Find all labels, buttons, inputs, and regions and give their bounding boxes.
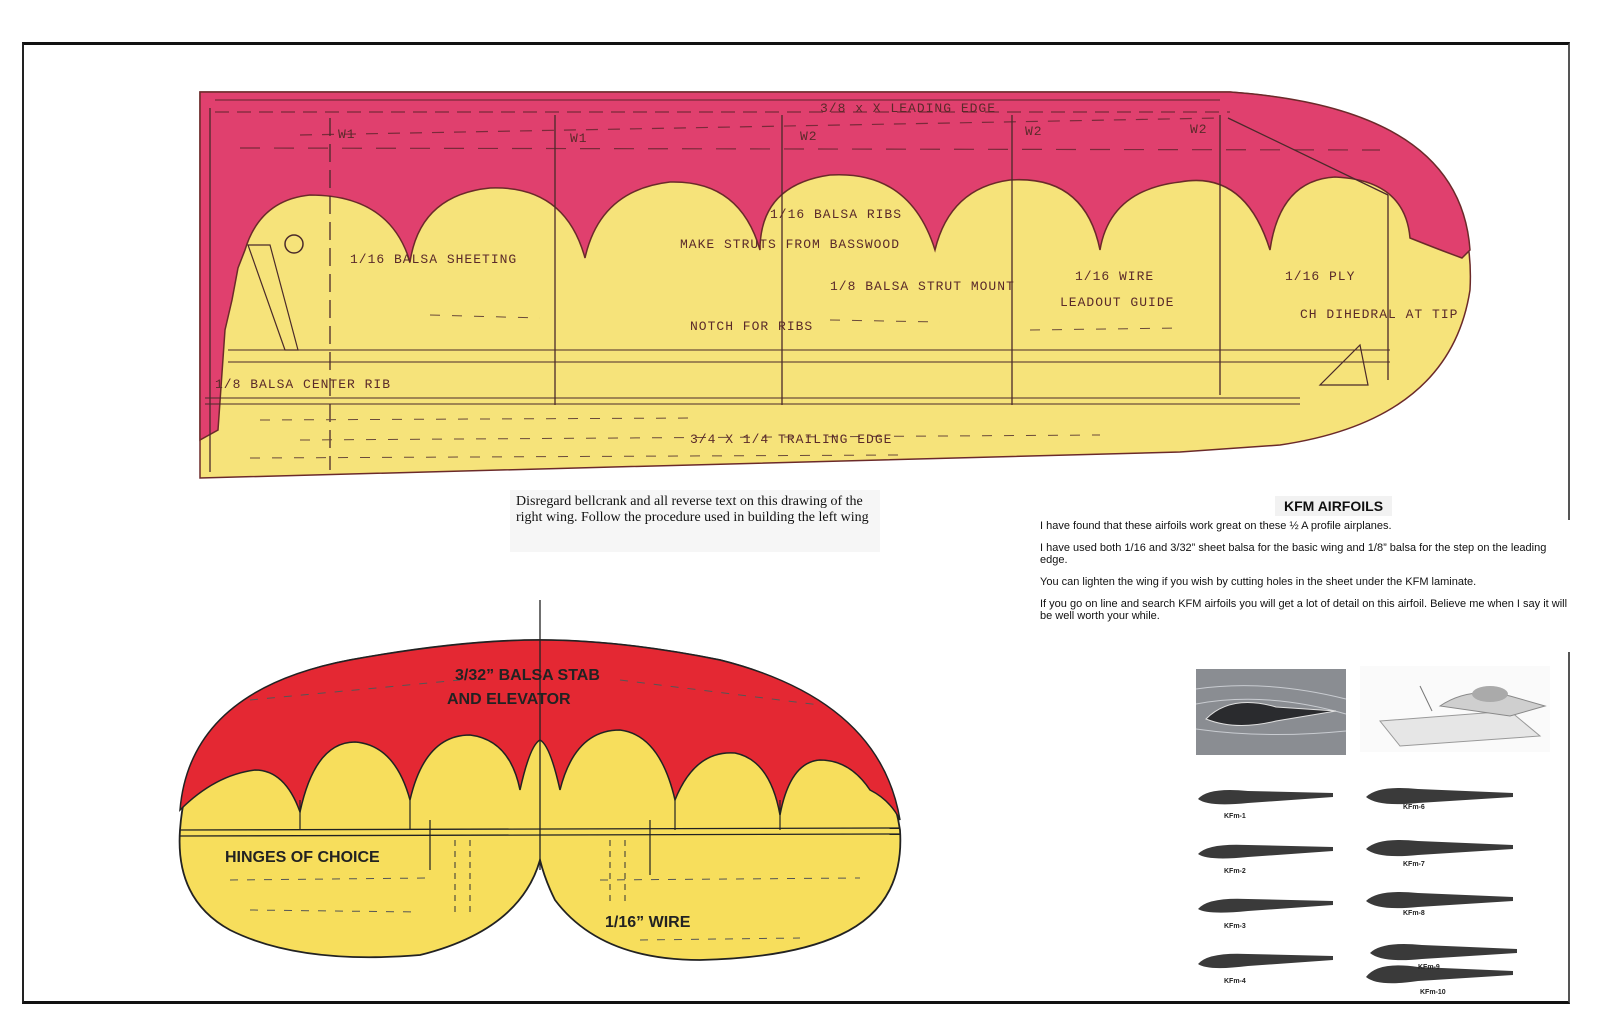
kfm-description: I have found that these airfoils work gr… bbox=[1040, 520, 1570, 652]
airfoil-kfm-8: KFm-8 bbox=[1403, 910, 1425, 917]
label-rib-w2-c: W2 bbox=[1190, 122, 1208, 137]
wing-plan: 3/8 x X LEADING EDGE W1 W1 W2 W2 W2 1/16… bbox=[199, 91, 1472, 479]
airfoil-kfm-3: KFm-3 bbox=[1224, 923, 1246, 930]
label-leading-edge: 3/8 x X LEADING EDGE bbox=[820, 101, 996, 116]
airfoil-panel: KFm-1 KFm-2 KFm-3 KFm-4 KFm-6 KFm-7 KFm-… bbox=[1188, 654, 1556, 996]
airfoil-flow-photo bbox=[1196, 669, 1346, 755]
stab-title-line2: AND ELEVATOR bbox=[447, 691, 571, 708]
kfm-paragraph-3: You can lighten the wing if you wish by … bbox=[1040, 576, 1477, 588]
label-notch: NOTCH FOR RIBS bbox=[690, 319, 813, 334]
label-rib-w2-b: W2 bbox=[1025, 124, 1043, 139]
kfm-paragraph-2: I have used both 1/16 and 3/32” sheet ba… bbox=[1040, 542, 1547, 566]
label-ribs: 1/16 BALSA RIBS bbox=[770, 207, 902, 222]
label-wire: 1/16 WIRE bbox=[1075, 269, 1154, 284]
kfm-paragraph-4: If you go on line and search KFM airfoil… bbox=[1040, 598, 1568, 622]
label-rib-w2-a: W2 bbox=[800, 129, 818, 144]
kfm-title: KFM AIRFOILS bbox=[1275, 496, 1393, 516]
stab-elevator: 3/32” BALSA STAB AND ELEVATOR HINGES OF … bbox=[178, 600, 902, 961]
label-struts: MAKE STRUTS FROM BASSWOOD bbox=[680, 237, 900, 252]
airfoil-kfm-9: KFm-9 bbox=[1418, 964, 1440, 971]
label-trailing-edge: 3/4 X 1/4 TRAILING EDGE bbox=[690, 432, 892, 447]
stab-title-line1: 3/32” BALSA STAB bbox=[455, 667, 600, 684]
airfoil-kfm-4: KFm-4 bbox=[1224, 978, 1246, 985]
airfoil-kfm-7: KFm-7 bbox=[1403, 861, 1425, 868]
stab-hinges-label: HINGES OF CHOICE bbox=[225, 849, 380, 866]
label-dihedral: CH DIHEDRAL AT TIP bbox=[1300, 307, 1458, 322]
airfoil-kfm-1: KFm-1 bbox=[1224, 813, 1246, 820]
label-rib-w1-a: W1 bbox=[338, 127, 356, 142]
label-center-rib: 1/8 BALSA CENTER RIB bbox=[215, 377, 391, 392]
disregard-note: Disregard bellcrank and all reverse text… bbox=[510, 490, 880, 552]
airfoil-kfm-6: KFm-6 bbox=[1403, 804, 1425, 811]
stab-wire-label: 1/16” WIRE bbox=[605, 914, 691, 931]
wing-red-leading-edge bbox=[199, 91, 1471, 442]
label-strut-mount: 1/8 BALSA STRUT MOUNT bbox=[830, 279, 1015, 294]
airfoil-kfm-2: KFm-2 bbox=[1224, 868, 1246, 875]
label-sheeting: 1/16 BALSA SHEETING bbox=[350, 252, 517, 267]
label-rib-w1-b: W1 bbox=[570, 131, 588, 146]
airfoil-kfm-10: KFm-10 bbox=[1420, 989, 1446, 996]
label-leadout-guide: LEADOUT GUIDE bbox=[1060, 295, 1174, 310]
wing-hardware-circle bbox=[284, 234, 304, 254]
label-ply: 1/16 PLY bbox=[1285, 269, 1355, 284]
airfoil-model-photo bbox=[1360, 666, 1550, 752]
kfm-paragraph-1: I have found that these airfoils work gr… bbox=[1040, 520, 1392, 532]
